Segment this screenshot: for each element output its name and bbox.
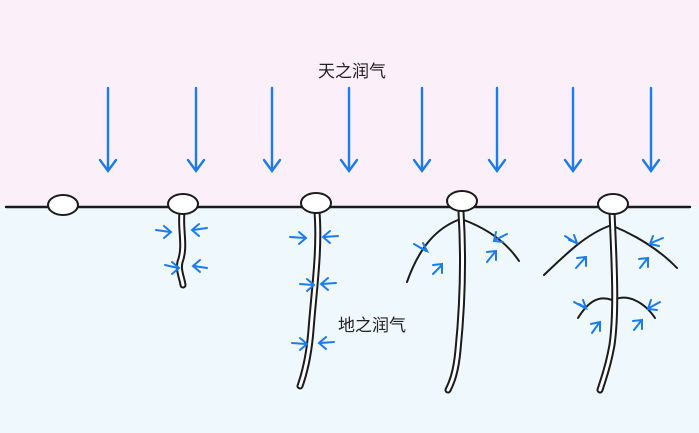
moisture-arrow	[432, 262, 443, 275]
moisture-arrow	[291, 337, 309, 351]
sky-moisture-label: 天之润气	[318, 62, 386, 82]
sky-arrow	[487, 86, 507, 174]
ground-arrows	[155, 223, 664, 351]
sky-arrow	[262, 86, 282, 174]
branched-root-icon	[406, 190, 520, 394]
moisture-arrow	[486, 249, 497, 263]
sky-arrows	[98, 86, 661, 174]
sky-arrow	[98, 86, 118, 174]
moisture-arrow	[319, 277, 337, 291]
moisture-arrow	[164, 261, 181, 275]
moisture-arrow	[317, 336, 335, 350]
short-root-icon	[167, 193, 199, 289]
moisture-arrow	[632, 318, 643, 331]
moisture-arrow	[590, 320, 601, 334]
ground-region	[0, 207, 699, 433]
ground-moisture-label: 地之润气	[338, 316, 406, 336]
moisture-arrow	[575, 255, 587, 269]
moisture-arrow	[492, 231, 508, 243]
moisture-arrow	[413, 242, 430, 254]
sky-arrow	[412, 86, 432, 174]
moisture-arrow	[155, 225, 173, 239]
sky-arrow	[563, 86, 583, 174]
moisture-arrow	[648, 235, 664, 247]
sky-arrow	[339, 86, 359, 174]
moisture-arrow	[646, 299, 661, 311]
double-branched-root-icon	[543, 193, 678, 394]
sky-arrow	[641, 86, 661, 174]
moisture-arrow	[299, 278, 316, 292]
moisture-arrow	[190, 223, 208, 237]
moisture-arrow	[564, 234, 579, 245]
moisture-arrow	[321, 230, 339, 244]
long-root-icon	[296, 192, 332, 390]
seed-icon	[47, 194, 79, 216]
moisture-arrow	[638, 256, 649, 269]
moisture-arrow	[191, 259, 208, 273]
sky-arrow	[186, 86, 206, 174]
moisture-arrow	[573, 299, 588, 311]
moisture-arrow	[289, 231, 308, 245]
